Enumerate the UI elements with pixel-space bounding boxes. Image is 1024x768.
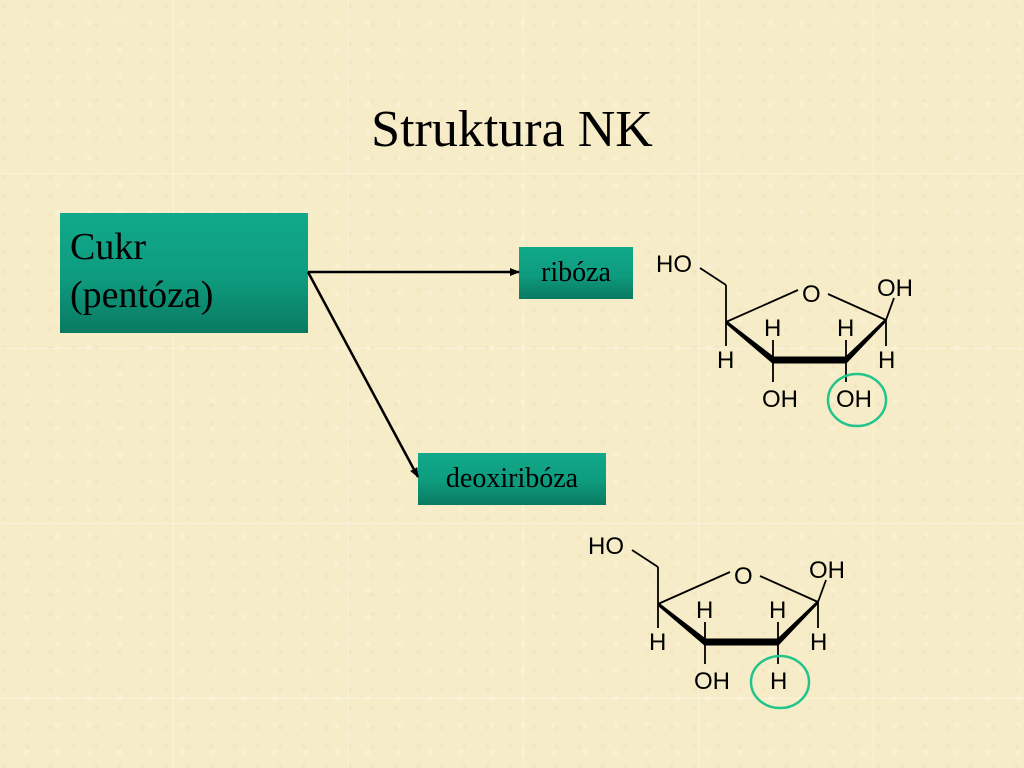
arrow-to-deoxyribose [306,271,420,478]
ribose-c2-oh-label: OH [836,386,872,413]
deoxyribose-structure: HO O OH H H H H OH H [588,533,845,710]
deoxyribose-c1-h-down-label: H [810,629,827,656]
deoxyribose-ho-label: HO [588,533,624,560]
sugar-label: Cukr [70,226,146,268]
ribose-ho-label: HO [656,251,692,278]
deoxyribose-c1-h-label: H [769,597,786,624]
ribose-c1-oh-label: OH [877,275,913,302]
ribose-c1-h-label: H [837,315,854,342]
ribose-c2-oh-highlight [826,372,888,428]
pentose-label: (pentóza) [70,274,214,316]
sugar-pentose-box: Cukr (pentóza) [60,213,308,333]
deoxyribose-c2-h-label: H [770,668,787,695]
deoxyribose-c4-h-label: H [696,597,713,624]
ribose-c3-oh-label: OH [762,386,798,413]
ribose-c4-h-label: H [764,315,781,342]
ribose-box: ribóza [519,247,633,299]
deoxyribose-box: deoxiribóza [418,453,606,505]
deoxyribose-c1-oh-label: OH [809,557,845,584]
slide-title: Struktura NK [371,101,653,158]
deoxyribose-c4-h-down-label: H [649,629,666,656]
ribose-structure: HO O OH H H H H OH OH [656,251,913,428]
ribose-ring-oxygen: O [802,281,821,308]
deoxyribose-c3-oh-label: OH [694,668,730,695]
deoxyribose-ring-oxygen: O [734,563,753,590]
deoxyribose-c2-h-highlight [749,654,811,710]
ribose-c1-h-down-label: H [878,347,895,374]
ribose-c4-h-down-label: H [717,347,734,374]
